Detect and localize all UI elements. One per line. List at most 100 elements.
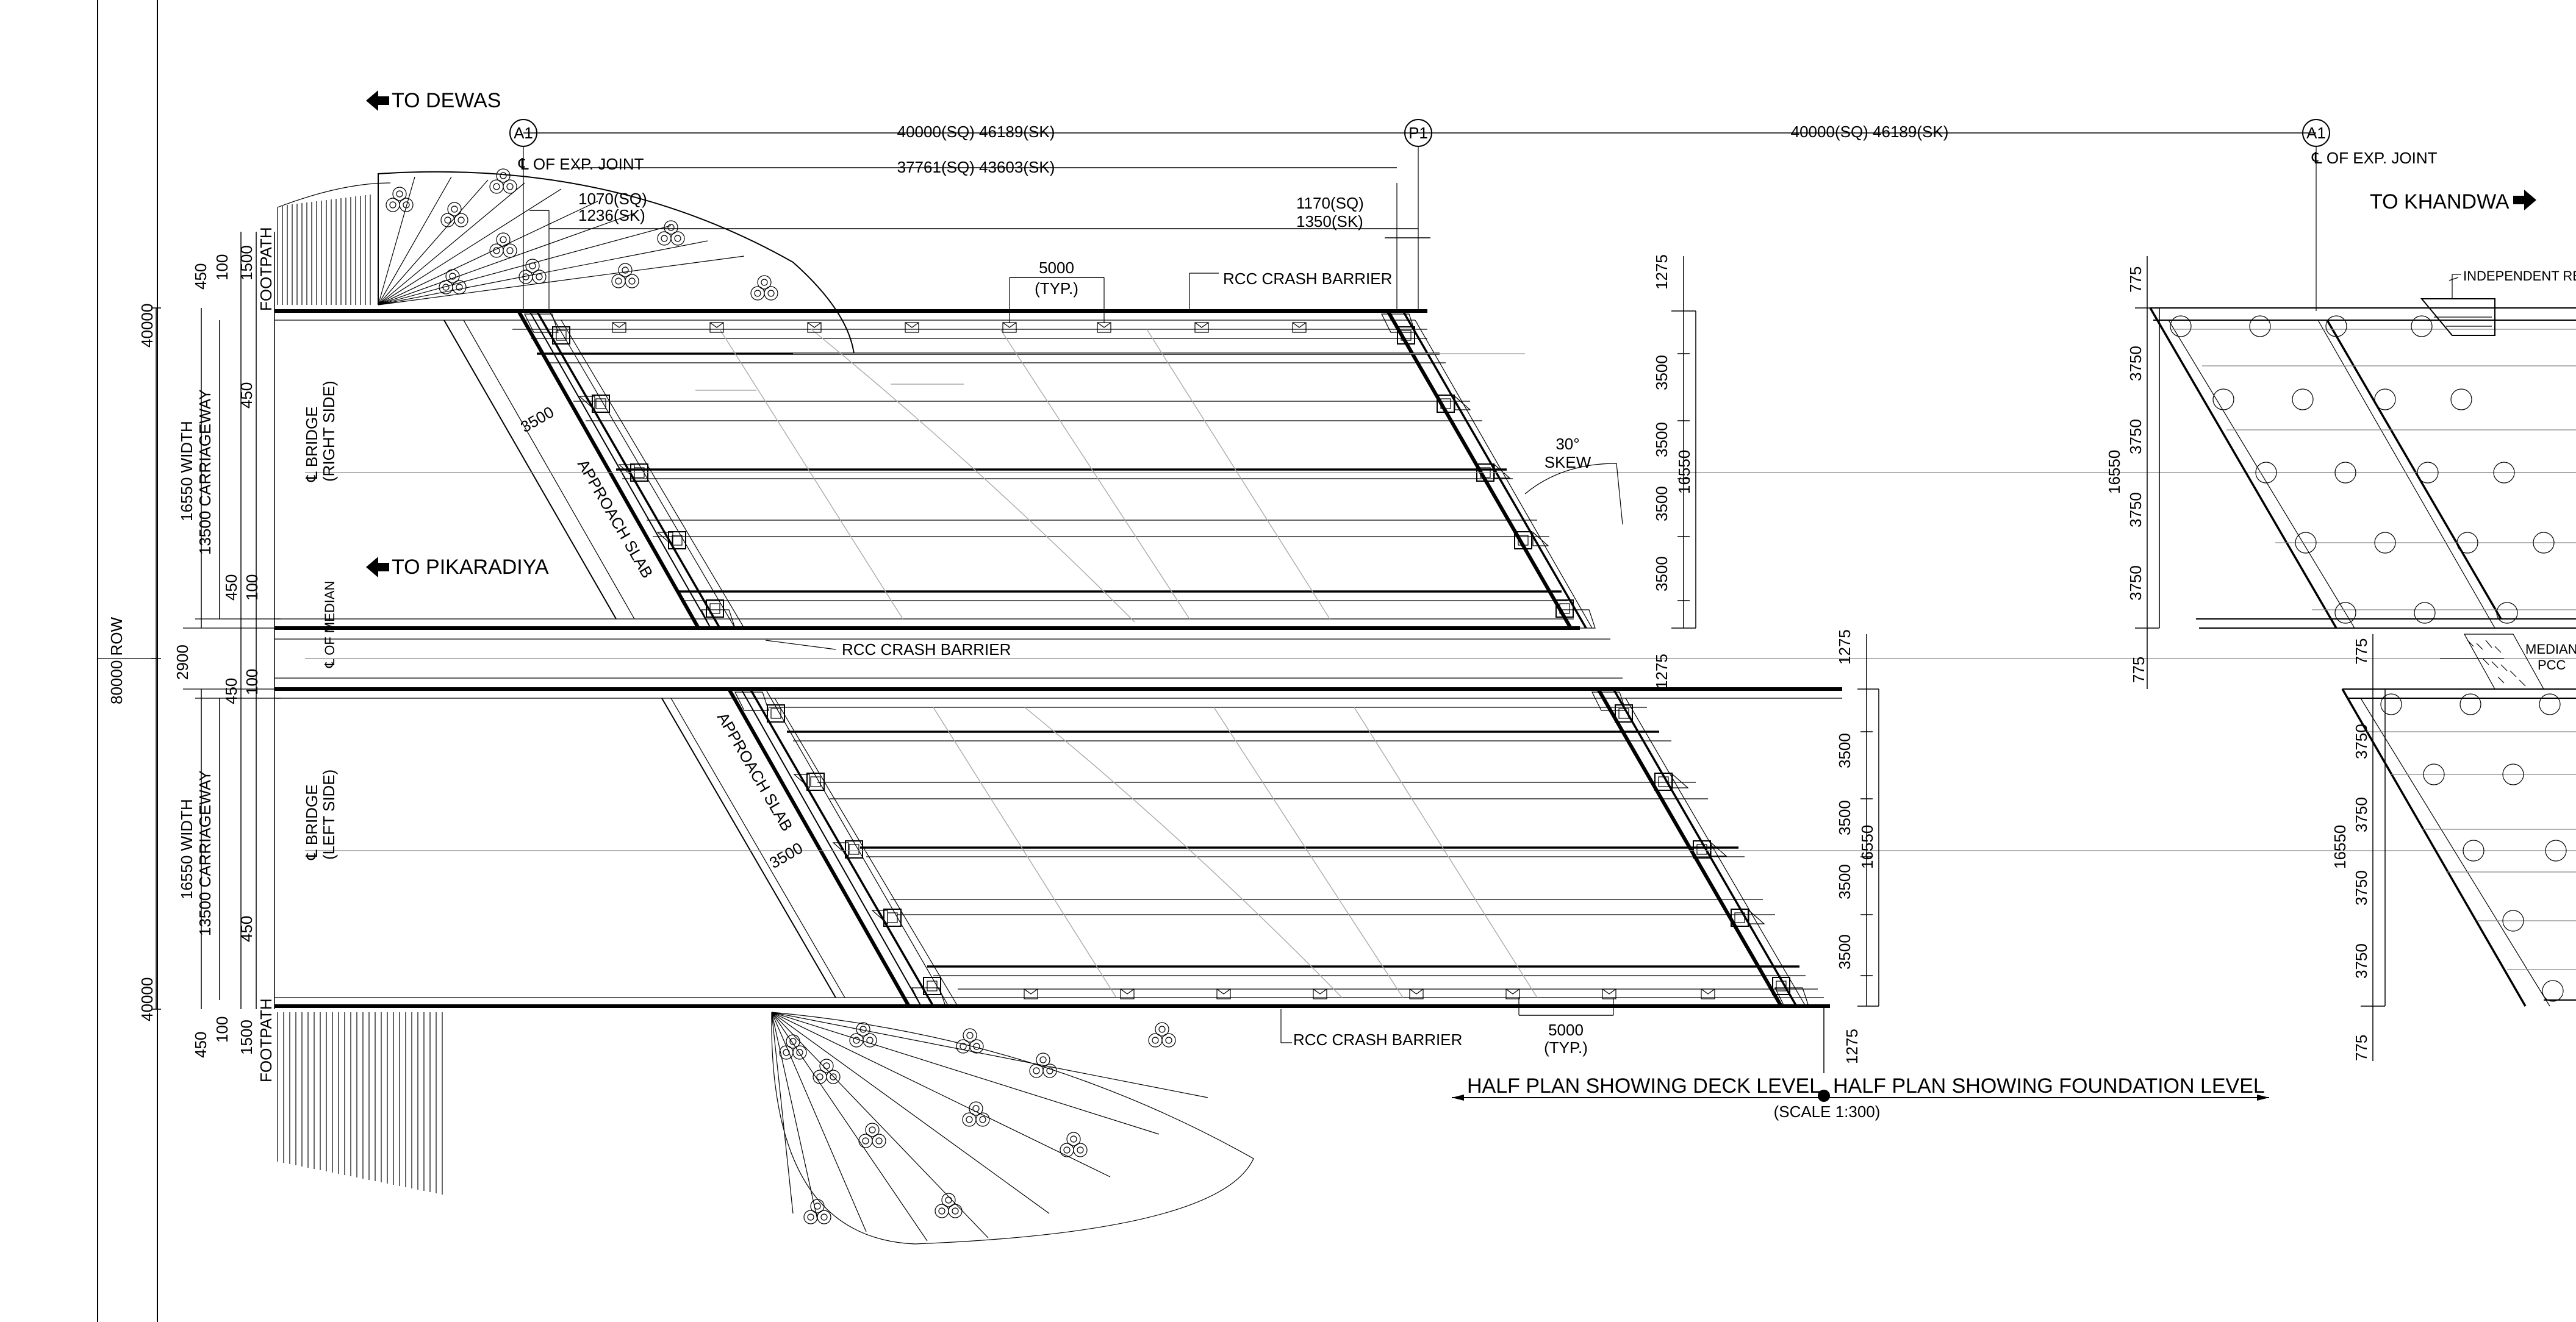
arrow-left-icon <box>366 90 389 111</box>
outer-dimension-lines <box>151 232 281 1010</box>
c450-b: 450 <box>222 574 240 601</box>
r3500-d: 3500 <box>1652 556 1671 591</box>
median-2900: 2900 <box>173 645 192 680</box>
typ-5000-top: 5000 <box>1039 259 1074 277</box>
rcc-barrier-bottom: RCC CRASH BARRIER <box>1293 1031 1462 1049</box>
pcc-note: PCC <box>2538 657 2566 673</box>
fp-100-top: 100 <box>213 254 231 280</box>
r1275-c: 1275 <box>1835 629 1854 665</box>
marker-p1 <box>1404 119 1432 147</box>
exp-joint-right-note: ℄ OF EXP. JOINT <box>2311 149 2438 167</box>
to-dewas-label: TO DEWAS <box>392 89 501 112</box>
f16550-a: 16550 <box>2105 450 2123 494</box>
f3750-e: 3750 <box>2352 724 2370 759</box>
r1275-d: 1275 <box>1843 1029 1861 1064</box>
r3500-c: 3500 <box>1652 486 1671 521</box>
footpath-top: FOOTPATH <box>257 227 275 311</box>
exp-joint-note: ℄ OF EXP. JOINT <box>518 155 644 173</box>
sheet-border <box>97 0 158 1322</box>
rcc-barrier-mid: RCC CRASH BARRIER <box>842 640 1011 659</box>
f3750-b: 3750 <box>2126 419 2145 454</box>
width-16550-top: 16550 WIDTH <box>178 421 196 521</box>
r3500-b: 3500 <box>1652 422 1671 457</box>
bridge-left-side-label: (LEFT SIDE) <box>320 770 338 860</box>
median-cl-label: ℄ OF MEDIAN <box>322 581 337 668</box>
fp-100-bottom: 100 <box>213 1017 231 1043</box>
skew-angle-arc <box>1524 463 1623 525</box>
r3500-f: 3500 <box>1835 800 1854 835</box>
row-dim: 80000 ROW <box>107 616 126 704</box>
c100-b: 100 <box>243 669 261 695</box>
f775-a: 775 <box>2126 266 2145 293</box>
f3750-f: 3750 <box>2352 797 2370 832</box>
dim-1170: 1170(SQ) <box>1296 194 1364 212</box>
footpath-hatch-bottom <box>277 1012 443 1195</box>
foundation-level-title: HALF PLAN SHOWING FOUNDATION LEVEL <box>1833 1074 2265 1098</box>
independent-retaining-note: INDEPENDENT RETAI <box>2463 268 2576 284</box>
dim-1350: 1350(SK) <box>1296 212 1363 230</box>
f775-c: 775 <box>2352 638 2370 665</box>
span1-dim: 40000(SQ) 46189(SK) <box>897 123 1055 141</box>
fp-1500-top: 1500 <box>237 245 256 280</box>
bridge-right-label: ℄ BRIDGE <box>303 406 321 482</box>
leader-lines <box>765 273 2504 1043</box>
span2-dim: 40000(SQ) 46189(SK) <box>1791 123 1949 141</box>
foundation-plan-top <box>2149 274 2576 629</box>
dim-1070: 1070(SQ) <box>578 190 647 208</box>
fp-450-top: 450 <box>192 263 210 290</box>
marker-a1-right <box>2302 119 2330 147</box>
approach-3500-bottom: 3500 <box>766 838 806 872</box>
marker-a1-left <box>509 119 537 147</box>
typ-top: (TYP.) <box>1035 279 1078 298</box>
f775-b: 775 <box>2129 657 2148 683</box>
width-16550-bottom: 16550 WIDTH <box>178 799 196 899</box>
r3500-a: 3500 <box>1652 355 1671 390</box>
r1275-b: 1275 <box>1652 654 1671 689</box>
r1275-a: 1275 <box>1652 254 1671 290</box>
c450-d: 450 <box>237 916 256 942</box>
approach-slab-bottom: APPROACH SLAB <box>714 709 797 834</box>
marker-a1-left-label: A1 <box>514 124 533 142</box>
c450-c: 450 <box>222 678 240 704</box>
title-lines <box>1452 1090 2269 1102</box>
f16550-b: 16550 <box>2331 825 2349 869</box>
carriage-13500-top: 13500 CARRIAGEWAY <box>196 389 214 555</box>
width-40000-top: 40000 <box>138 304 156 348</box>
fp-450-bottom: 450 <box>192 1032 210 1058</box>
to-pikaradiya-label: TO PIKARADIYA <box>392 556 549 579</box>
f3750-c: 3750 <box>2126 492 2145 527</box>
deck-left-side <box>274 687 1842 1008</box>
dim-1236: 1236(SK) <box>578 206 645 224</box>
r3500-g: 3500 <box>1835 864 1854 899</box>
f3750-h: 3750 <box>2352 943 2370 979</box>
r16550-a: 16550 <box>1675 450 1693 494</box>
r16550-b: 16550 <box>1858 825 1876 869</box>
bridge-right-side-label: (RIGHT SIDE) <box>320 381 338 482</box>
skew-angle: 30° <box>1555 435 1579 453</box>
centerlines <box>305 132 2576 851</box>
arrow-right-icon <box>2513 190 2536 210</box>
marker-p1-label: P1 <box>1408 124 1428 142</box>
deck-dimension-column <box>1671 256 2386 1073</box>
marker-a1-right-label: A1 <box>2306 124 2326 142</box>
arrow-left-icon <box>366 557 389 577</box>
f3750-g: 3750 <box>2352 870 2370 906</box>
c100-a: 100 <box>243 574 261 601</box>
fp-1500-bottom: 1500 <box>237 1020 256 1055</box>
rcc-barrier-top: RCC CRASH BARRIER <box>1223 270 1392 288</box>
f775-d: 775 <box>2352 1035 2370 1061</box>
f3750-d: 3750 <box>2126 565 2145 601</box>
inner-span-dim: 37761(SQ) 43603(SK) <box>897 158 1055 176</box>
skew-label: SKEW <box>1545 453 1591 471</box>
carriage-13500-bottom: 13500 CARRIAGEWAY <box>196 770 214 936</box>
approach-3500-top: 3500 <box>517 402 557 436</box>
typ-bottom: (TYP.) <box>1544 1038 1588 1057</box>
median-note: MEDIAN <box>2525 641 2576 657</box>
r3500-h: 3500 <box>1835 934 1854 970</box>
typ-5000-bottom: 5000 <box>1548 1021 1584 1039</box>
to-khandwa-label: TO KHANDWA <box>2370 190 2510 213</box>
approach-slab-top: APPROACH SLAB <box>574 456 657 581</box>
footpath-bottom: FOOTPATH <box>257 998 275 1082</box>
